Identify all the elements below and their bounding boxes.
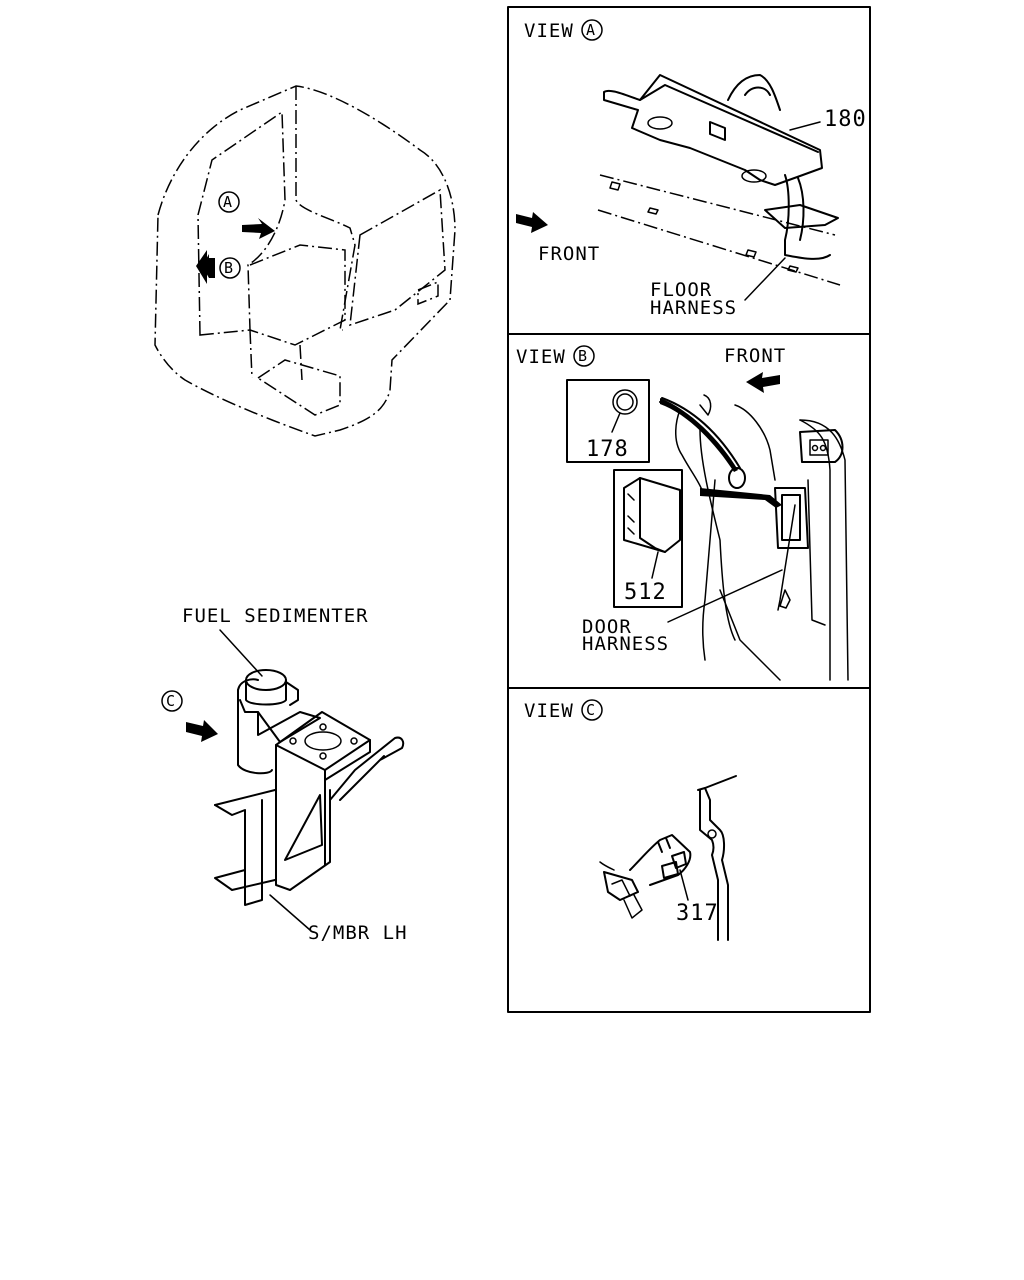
cab-overview-illustration: A B xyxy=(154,85,456,437)
front-arrow-a-icon xyxy=(516,212,548,233)
view-a-panel: VIEW A 180 FLOOR HARNESS FRONT xyxy=(516,19,867,319)
part-317-label: 317 xyxy=(676,901,719,926)
view-c-panel: VIEW C 317 xyxy=(524,699,737,941)
smbr-label: S/MBR LH xyxy=(308,922,408,944)
front-label-a: FRONT xyxy=(538,243,600,265)
view-a-circle xyxy=(581,19,603,41)
view-c-circle xyxy=(581,699,603,721)
arrow-c-icon xyxy=(186,720,218,742)
marker-a-letter: A xyxy=(223,193,233,211)
views-frame xyxy=(507,6,871,1013)
front-label-b: FRONT xyxy=(724,345,786,367)
view-b-circle xyxy=(573,345,595,367)
part-178-inset xyxy=(566,379,650,463)
marker-b-letter: B xyxy=(224,259,234,277)
fuel-sedimenter-label: FUEL SEDIMENTER xyxy=(182,605,369,627)
door-harness-line2: HARNESS xyxy=(582,633,669,655)
marker-c-letter: C xyxy=(166,692,176,710)
arrow-b-icon xyxy=(196,250,215,284)
front-arrow-b-icon xyxy=(746,372,780,393)
marker-b-circle xyxy=(219,257,241,279)
view-b-panel: VIEW B FRONT 178 512 xyxy=(516,345,849,681)
floor-harness-line1: FLOOR xyxy=(650,279,712,301)
marker-a-circle xyxy=(218,191,240,213)
part-512-inset xyxy=(613,469,683,608)
part-512-label: 512 xyxy=(624,580,667,605)
view-c-title: VIEW xyxy=(524,700,574,722)
arrow-a-icon xyxy=(242,218,275,239)
marker-c-circle xyxy=(161,690,183,712)
view-a-letter: A xyxy=(586,21,596,39)
view-b-title: VIEW xyxy=(516,346,566,368)
part-178-label: 178 xyxy=(586,437,629,462)
fuel-sedimenter-illustration: FUEL SEDIMENTER C S/MBR LH xyxy=(161,605,408,944)
floor-harness-line2: HARNESS xyxy=(650,297,737,319)
part-180-label: 180 xyxy=(824,107,867,132)
view-b-letter: B xyxy=(578,347,588,365)
view-a-title: VIEW xyxy=(524,20,574,42)
view-c-letter: C xyxy=(586,701,596,719)
door-harness-line1: DOOR xyxy=(582,616,632,638)
